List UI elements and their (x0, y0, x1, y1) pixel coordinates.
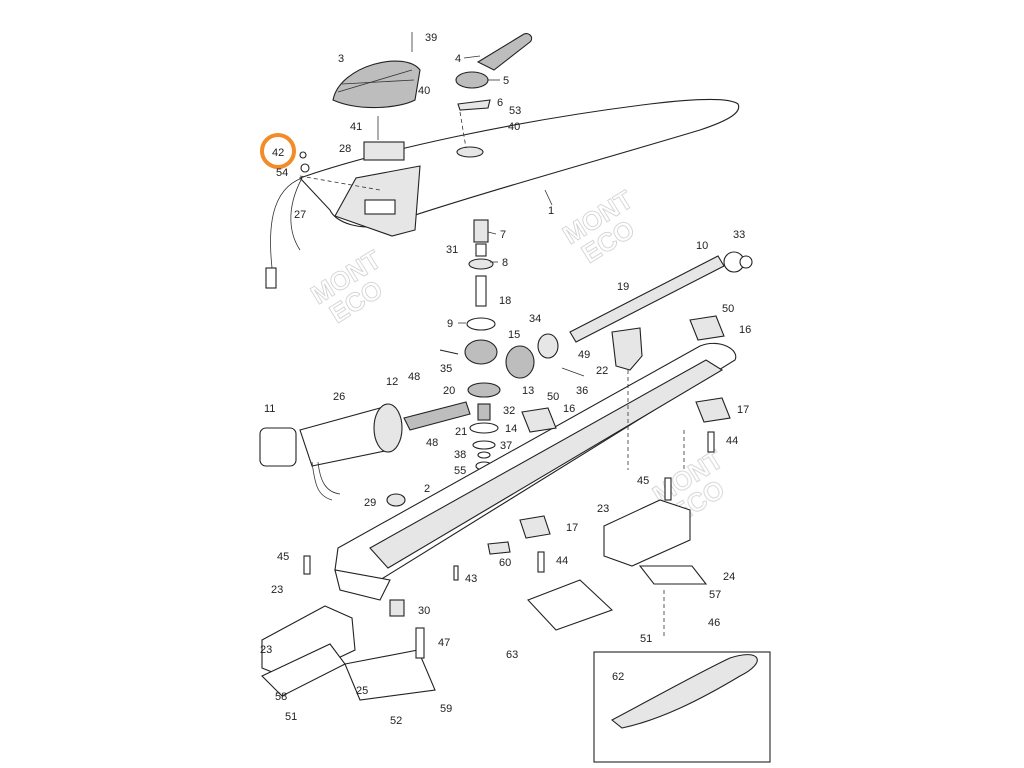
callout-53: 53 (509, 105, 521, 117)
base-rail (334, 342, 737, 601)
callouts: 1 2 3 4 5 6 7 8 9 10 11 12 13 14 15 16 1… (260, 32, 751, 727)
callout-25: 25 (356, 685, 368, 697)
callout-48a: 48 (408, 371, 420, 383)
manual-and-sticker (487, 541, 614, 631)
callout-5: 5 (503, 75, 509, 87)
callout-4: 4 (455, 53, 461, 65)
inset-panel (593, 651, 771, 763)
pins (439, 349, 585, 377)
callout-23a: 23 (271, 584, 283, 596)
callout-21: 21 (455, 426, 467, 438)
callout-3: 3 (338, 53, 344, 65)
callout-14: 14 (505, 423, 517, 435)
callout-17b: 17 (566, 522, 578, 534)
callout-45b: 45 (637, 475, 649, 487)
callout-55: 55 (454, 465, 466, 477)
callout-6: 6 (497, 97, 503, 109)
callout-29: 29 (364, 497, 376, 509)
callout-34: 34 (529, 313, 541, 325)
highlight-ring (260, 133, 296, 169)
callout-20: 20 (443, 385, 455, 397)
bracket-right (603, 499, 708, 585)
callout-23b: 23 (260, 644, 272, 656)
mesh-cap (332, 60, 421, 109)
callout-44a: 44 (726, 435, 738, 447)
motor-assembly (259, 401, 471, 501)
callout-32: 32 (503, 405, 515, 417)
callout-58: 58 (275, 691, 287, 703)
callout-51b: 51 (640, 633, 652, 645)
callout-17a: 17 (737, 404, 749, 416)
callout-37: 37 (500, 440, 512, 452)
fork-bracket (611, 327, 643, 371)
callout-59: 59 (440, 703, 452, 715)
callout-2: 2 (424, 483, 430, 495)
callout-33: 33 (733, 229, 745, 241)
callout-7: 7 (500, 229, 506, 241)
callout-15: 15 (508, 329, 520, 341)
callout-13: 13 (522, 385, 534, 397)
callout-30: 30 (418, 605, 430, 617)
callout-40a: 40 (418, 85, 430, 97)
callout-60: 60 (499, 557, 511, 569)
callout-24: 24 (723, 571, 735, 583)
worm-screw (505, 251, 753, 379)
callout-31: 31 (446, 244, 458, 256)
cover-housing (299, 98, 740, 237)
callout-45a: 45 (277, 551, 289, 563)
slider-pads (519, 315, 731, 539)
callout-26: 26 (333, 391, 345, 403)
cable-assembly (265, 151, 310, 289)
gear-shaft-stack (464, 219, 501, 471)
release-handle (455, 33, 533, 111)
callout-12: 12 (386, 376, 398, 388)
callout-57: 57 (709, 589, 721, 601)
bolts (303, 431, 715, 659)
callout-46: 46 (708, 617, 720, 629)
callout-18: 18 (499, 295, 511, 307)
callout-41: 41 (350, 121, 362, 133)
callout-1: 1 (548, 205, 554, 217)
callout-16a: 16 (739, 324, 751, 336)
callout-51a: 51 (285, 711, 297, 723)
bracket-left (261, 605, 436, 701)
callout-9: 9 (447, 318, 453, 330)
callout-19: 19 (617, 281, 629, 293)
callout-10: 10 (696, 240, 708, 252)
callout-54: 54 (276, 167, 288, 179)
callout-42: 42 (272, 147, 284, 159)
terminal-block (363, 32, 413, 161)
callout-40b: 40 (508, 121, 520, 133)
callout-16b: 16 (563, 403, 575, 415)
callout-63: 63 (506, 649, 518, 661)
callout-49: 49 (578, 349, 590, 361)
callout-39: 39 (425, 32, 437, 44)
callout-48b: 48 (426, 437, 438, 449)
callout-22: 22 (596, 365, 608, 377)
callout-47: 47 (438, 637, 450, 649)
callout-11: 11 (264, 403, 275, 415)
callout-23c: 23 (597, 503, 609, 515)
callout-62: 62 (612, 671, 624, 683)
callout-44b: 44 (556, 555, 568, 567)
callout-36: 36 (576, 385, 588, 397)
callout-38: 38 (454, 449, 466, 461)
assembly-lines (299, 111, 685, 636)
callout-35: 35 (440, 363, 452, 375)
callout-43: 43 (465, 573, 477, 585)
callout-52: 52 (390, 715, 402, 727)
callout-28: 28 (339, 143, 351, 155)
callout-50b: 50 (547, 391, 559, 403)
callout-27: 27 (294, 209, 306, 221)
callout-8: 8 (502, 257, 508, 269)
callout-50a: 50 (722, 303, 734, 315)
